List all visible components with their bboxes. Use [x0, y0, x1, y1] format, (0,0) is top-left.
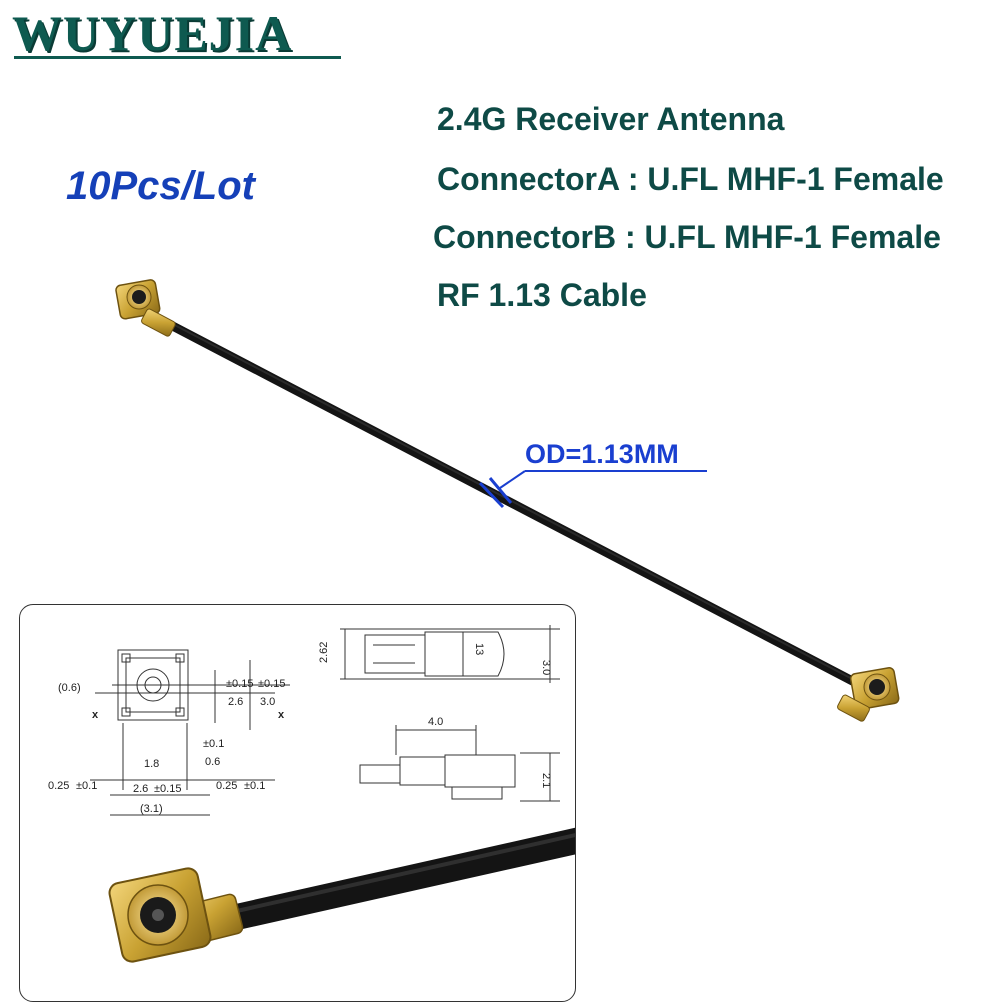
cable-body [160, 317, 867, 691]
dim-2-6-h: 2.6 [133, 783, 148, 795]
dim-2-62: 2.62 [318, 642, 330, 663]
dim-x-right: x [278, 709, 285, 721]
od-underline [525, 470, 707, 472]
front-view [90, 649, 290, 816]
dim-x-left: x [92, 709, 99, 721]
top-view [340, 625, 560, 683]
side-view [359, 725, 560, 802]
dim-0-6-v: 0.6 [205, 756, 220, 768]
dim-0-25-left-tol: ±0.1 [76, 780, 97, 792]
drawing-svg: (0.6) x x 2.6 ±0.15 3.0 ±0.15 0.6 ±0.1 1… [48, 625, 575, 963]
dim-0-25-right: 0.25 [216, 780, 237, 792]
dim-0-25-right-tol: ±0.1 [244, 780, 265, 792]
dim-2-1: 2.1 [540, 773, 552, 788]
label-13: 13 [473, 643, 485, 655]
spec-connector-a: ConnectorA : U.FL MHF-1 Female [437, 161, 944, 197]
connector-a [115, 279, 176, 337]
dim-3-0-v: 3.0 [260, 696, 275, 708]
dim-2-6-v: 2.6 [228, 696, 243, 708]
dim-3-0-v-tol: ±0.15 [258, 678, 285, 690]
spec-cable: RF 1.13 Cable [437, 277, 647, 313]
spec-title: 2.4G Receiver Antenna [437, 101, 785, 137]
dim-0-6-v-tol: ±0.1 [203, 738, 224, 750]
closeup-cable-connector [108, 827, 575, 963]
brand-underline [14, 56, 341, 59]
od-label: OD=1.13MM [525, 439, 679, 469]
spec-connector-b: ConnectorB : U.FL MHF-1 Female [433, 219, 941, 255]
dim-4-0: 4.0 [428, 716, 443, 728]
dim-0-25-left: 0.25 [48, 780, 69, 792]
dim-0-6: (0.6) [58, 682, 81, 694]
dim-2-6-v-tol: ±0.15 [226, 678, 253, 690]
dim-3-0: 3.0 [540, 660, 552, 675]
dim-2-6-h-tol: ±0.15 [154, 783, 181, 795]
technical-drawing-inset: (0.6) x x 2.6 ±0.15 3.0 ±0.15 0.6 ±0.1 1… [19, 604, 576, 1002]
dim-3-1: (3.1) [140, 803, 163, 815]
brand-logo: WUYUEJIA [12, 5, 293, 61]
dim-1-8: 1.8 [144, 758, 159, 770]
lot-label: 10Pcs/Lot [66, 164, 255, 208]
od-marker [478, 470, 526, 509]
connector-b [837, 667, 900, 722]
